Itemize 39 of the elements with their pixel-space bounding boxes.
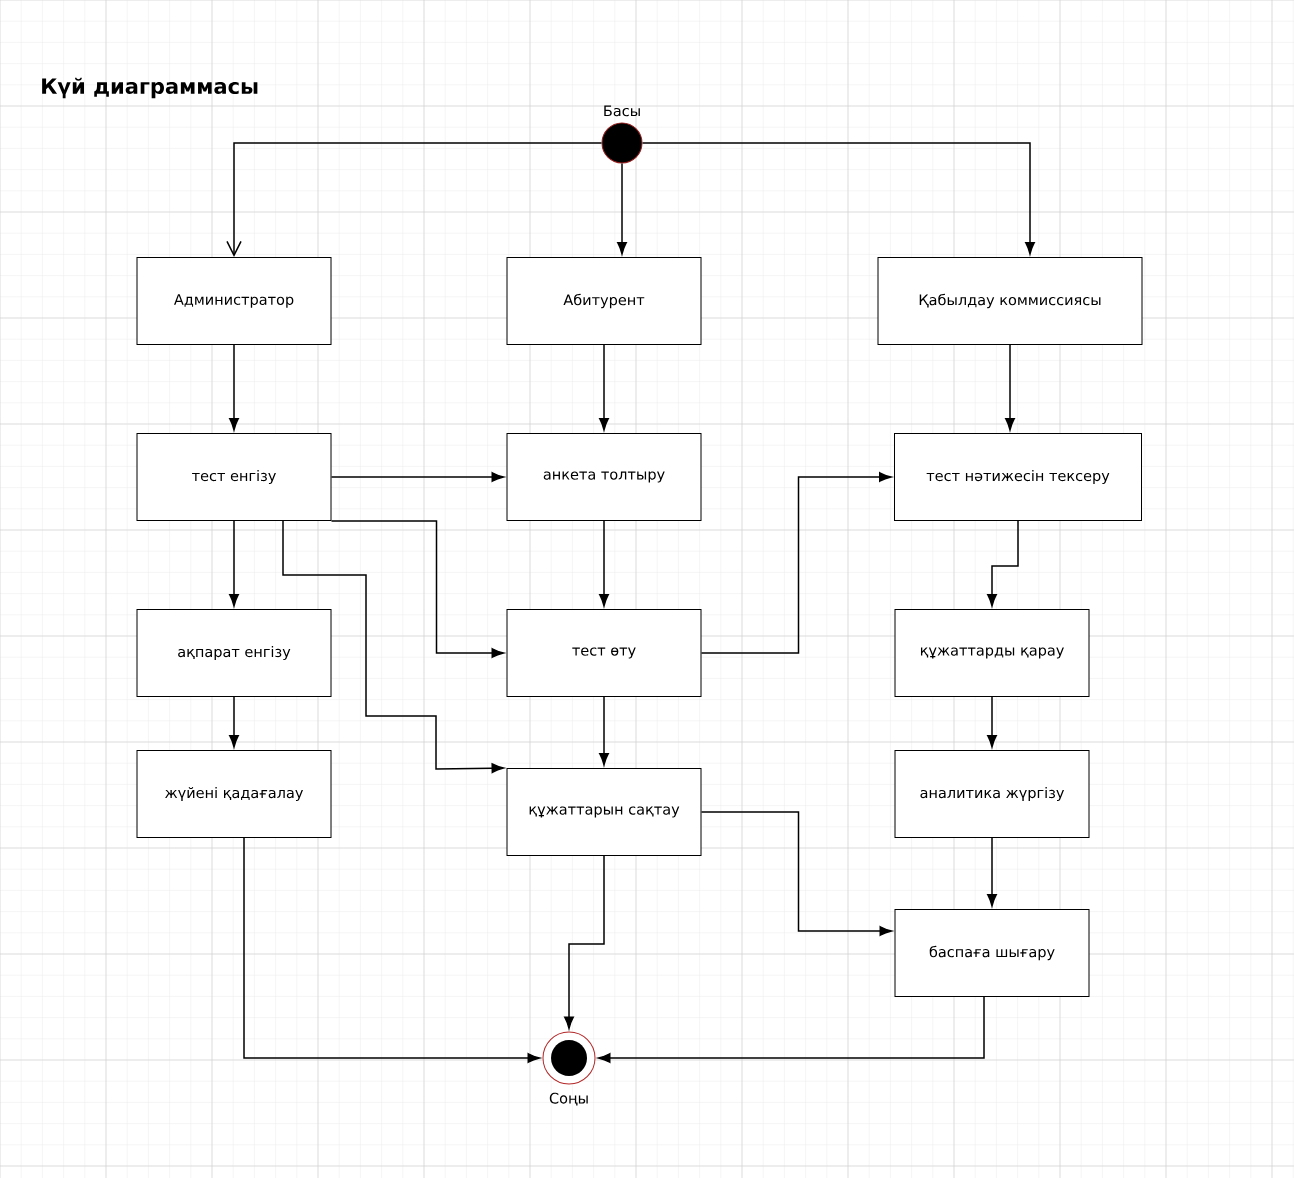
arrow (987, 696, 997, 748)
arrow (564, 855, 605, 1030)
state-label: Басы (604, 105, 640, 117)
state-box: Қабылдау коммиссиясы (877, 257, 1143, 345)
arrow (330, 520, 505, 658)
state-box: жүйені қадағалау (136, 750, 332, 838)
state-box: тест нәтижесін тексеру (894, 433, 1142, 521)
arrow (243, 837, 541, 1063)
state-box: тест енгізу (136, 433, 332, 521)
arrow (229, 696, 239, 748)
state-box: Администратор (136, 257, 332, 345)
arrow (226, 142, 603, 257)
state-box: анкета толтыру (506, 433, 702, 521)
state-box: құжаттарды қарау (894, 609, 1090, 697)
state-box: баспаға шығару (894, 909, 1090, 997)
state-box: құжаттарын сақтау (506, 768, 702, 856)
arrow (700, 811, 893, 936)
initial-state (601, 122, 643, 164)
arrow (700, 472, 892, 654)
arrow (617, 162, 627, 255)
arrow (599, 520, 609, 607)
state-box: Абитурент (506, 257, 702, 345)
arrow (599, 344, 609, 431)
arrow (987, 837, 997, 907)
arrow (597, 996, 985, 1063)
arrow (1005, 344, 1015, 431)
arrow (229, 344, 239, 431)
arrow (229, 520, 239, 607)
arrow (987, 520, 1019, 607)
arrow (599, 696, 609, 766)
state-label: Соңы (549, 1092, 588, 1106)
arrow (282, 520, 505, 774)
final-state (542, 1031, 596, 1085)
diagram-title: Күй диаграммасы (42, 77, 258, 99)
state-box: аналитика жүргізу (894, 750, 1090, 838)
state-box: тест өту (506, 609, 702, 697)
arrow (330, 472, 505, 482)
state-box: ақпарат енгізу (136, 609, 332, 697)
arrow (641, 142, 1035, 255)
